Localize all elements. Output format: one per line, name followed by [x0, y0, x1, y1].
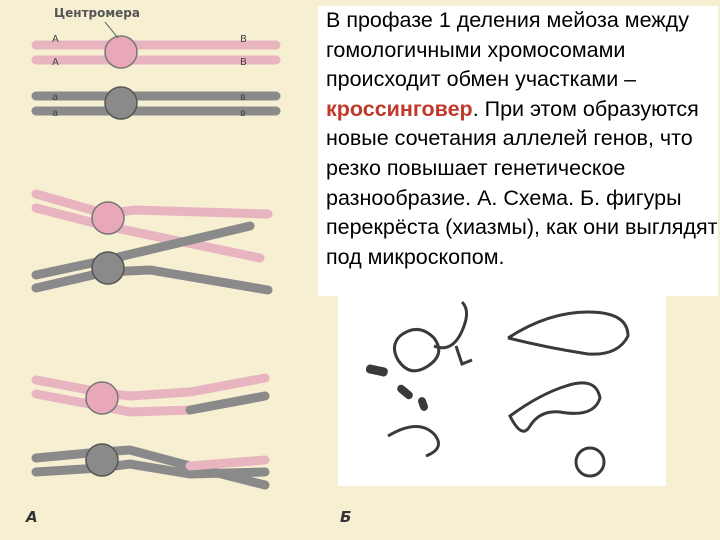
- description-part2: . При этом образуются новые сочетания ал…: [326, 96, 718, 269]
- chromosome-fragment-1: [365, 364, 388, 377]
- allele-label-b3: в: [240, 92, 246, 103]
- chiasma-loop-2: [507, 310, 630, 356]
- chiasma-strand-3: [387, 425, 440, 458]
- chiasma-strand-2: [454, 345, 473, 366]
- stage1-pink-homolog: [31, 35, 281, 69]
- stage3-pink-homolog: [31, 373, 270, 417]
- allele-label-a1: А: [52, 34, 59, 45]
- allele-label-b1: В: [240, 34, 247, 45]
- keyword-crossing-over: кроссинговер: [326, 96, 473, 121]
- microscope-figure: [338, 296, 666, 486]
- description-part1: В профазе 1 деления мейоза между гомолог…: [326, 8, 689, 92]
- chiasmata-drawing: [365, 300, 630, 478]
- chiasma-strand-1: [433, 300, 469, 350]
- description-text: В профазе 1 деления мейоза между гомолог…: [318, 6, 718, 272]
- stage2-grey-homolog: [31, 221, 273, 295]
- chiasma-loop-3: [508, 381, 602, 433]
- stage2-pink-homolog: [31, 189, 273, 263]
- allele-label-b4: в: [240, 108, 246, 119]
- centromere-label: Центромера: [54, 6, 140, 20]
- panel-label-a: А: [26, 508, 38, 526]
- panel-label-b: Б: [340, 508, 352, 526]
- stage1-grey-homolog: [31, 86, 281, 120]
- chromosome-fragment-2: [397, 384, 413, 400]
- allele-label-a2: А: [52, 57, 59, 68]
- crossing-over-scheme: А А а а В В в в: [31, 21, 281, 490]
- allele-label-a3: а: [52, 92, 58, 103]
- stage3-grey-homolog: [31, 443, 270, 490]
- centromere-pointer: [104, 21, 119, 39]
- ring-chromosome: [574, 446, 606, 478]
- allele-label-b2: В: [240, 57, 247, 68]
- chiasma-loop-1: [393, 328, 441, 373]
- description-box: В профазе 1 деления мейоза между гомолог…: [318, 6, 718, 296]
- allele-label-a4: а: [52, 108, 58, 119]
- chromosome-fragment-3: [417, 397, 429, 411]
